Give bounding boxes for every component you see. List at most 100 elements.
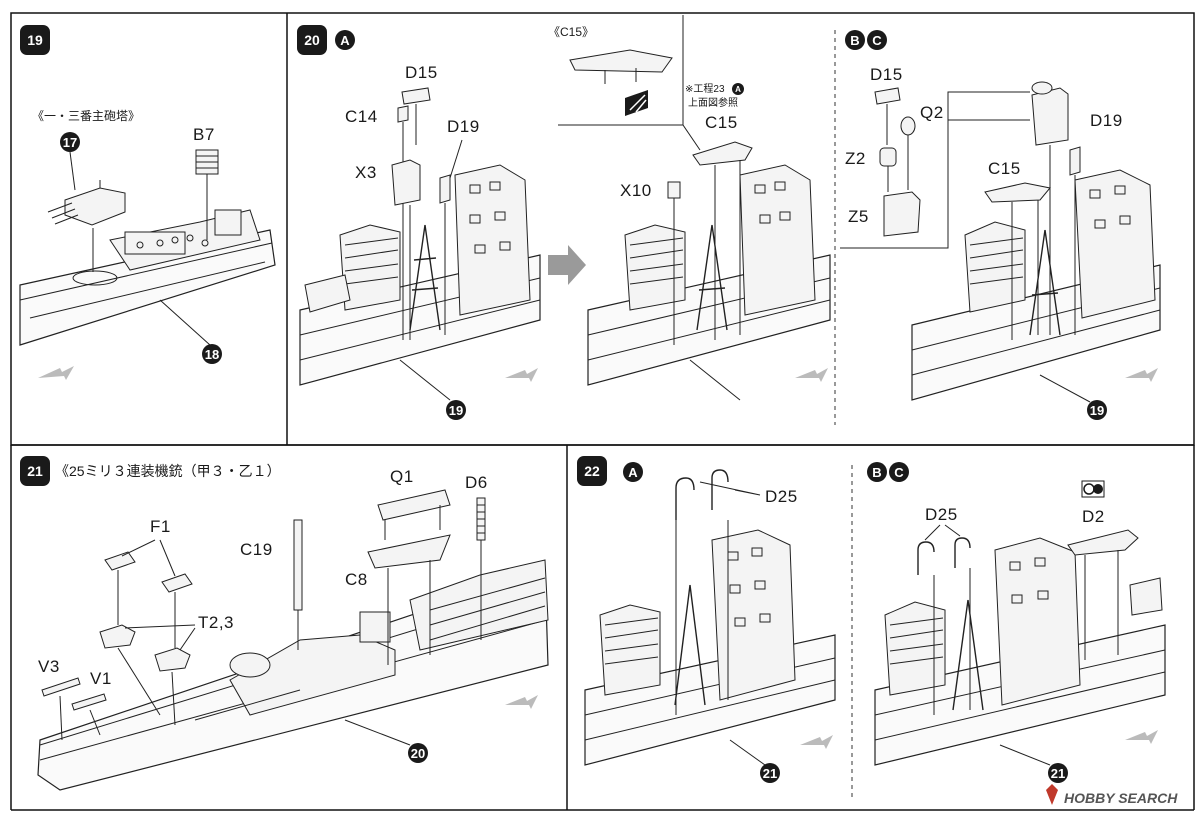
part-D19-b — [1069, 146, 1081, 176]
label-D19-a: D19 — [447, 117, 480, 136]
label-X3: X3 — [355, 163, 377, 182]
ref-18-badge — [202, 344, 222, 364]
turret-part — [64, 187, 126, 226]
label-Q2: Q2 — [920, 103, 944, 122]
variant-B: B — [850, 33, 859, 48]
step-22-variant-B-badge — [867, 462, 887, 482]
step-22-variant-C: C — [894, 465, 904, 480]
part-F1-b — [161, 573, 193, 593]
step-20-panel: 20 A D15 C14 D19 X3 19 — [297, 15, 831, 420]
panel-frames — [10, 12, 1195, 811]
label-Z2: Z2 — [845, 149, 866, 168]
part-Z5 — [883, 191, 921, 237]
step-22-panel: 22 A D25 21 B C — [577, 456, 1166, 783]
variant-C: C — [872, 33, 882, 48]
ref-21-b-badge — [1048, 763, 1068, 783]
label-D2: D2 — [1082, 507, 1105, 526]
part-D25-a2 — [711, 469, 729, 510]
step-22-variant-C-badge — [889, 462, 909, 482]
step-22-variant-B: B — [872, 465, 881, 480]
label-D25-b: D25 — [925, 505, 958, 524]
step-22-variant-A-badge — [623, 462, 643, 482]
part-C15-after — [692, 141, 753, 166]
label-Z5: Z5 — [848, 207, 869, 226]
step-19-panel: 19 《一・三番主砲塔》 17 B7 18 — [19, 25, 276, 380]
label-C14: C14 — [345, 107, 378, 126]
ref-19-b-text: 19 — [1090, 403, 1104, 418]
label-Q1: Q1 — [390, 467, 414, 486]
inset-c15-title: 《C15》 — [548, 25, 594, 39]
part-Q1 — [377, 489, 451, 521]
part-C19 — [293, 519, 303, 611]
ref-21-a-text: 21 — [763, 766, 777, 781]
step-22-number: 22 — [584, 463, 600, 479]
step-21-number: 21 — [27, 463, 43, 479]
step-21-badge — [20, 456, 50, 486]
part-X10 — [667, 181, 681, 199]
part-T2 — [99, 624, 136, 649]
part-V1 — [71, 693, 107, 711]
label-X10: X10 — [620, 181, 652, 200]
step-19-number: 19 — [27, 32, 43, 48]
ref-19-b-badge — [1087, 400, 1107, 420]
bow-direction-arrow — [38, 366, 74, 380]
ref-20-badge — [408, 743, 428, 763]
part-T3 — [154, 647, 191, 672]
transition-arrow — [548, 245, 586, 285]
label-C15-b: C15 — [988, 159, 1021, 178]
step-19-subtitle: 《一・三番主砲塔》 — [32, 109, 140, 123]
label-C8: C8 — [345, 570, 368, 589]
part-C15-b — [984, 182, 1051, 203]
part-X3 — [391, 159, 421, 206]
part-V3 — [41, 677, 81, 697]
step-22-badge — [577, 456, 607, 486]
variant-B-badge — [845, 30, 865, 50]
label-V1: V1 — [90, 669, 112, 688]
part-Z2 — [879, 147, 897, 167]
part-D25-a1 — [675, 477, 695, 520]
step-19-badge — [20, 25, 50, 55]
ref-18-text: 18 — [205, 347, 219, 362]
callout-17-badge — [60, 132, 80, 152]
ref-21-b-text: 21 — [1051, 766, 1065, 781]
search-light-tower-part — [1031, 87, 1069, 146]
part-D15-b — [874, 87, 901, 105]
part-D2 — [1067, 529, 1139, 556]
label-D25-a: D25 — [765, 487, 798, 506]
part-D19-a — [439, 174, 451, 204]
label-V3: V3 — [38, 657, 60, 676]
watermark-logo-icon — [1046, 784, 1058, 805]
label-T23: T2,3 — [198, 613, 234, 632]
ref-19-a-badge — [446, 400, 466, 420]
label-D19-b: D19 — [1090, 111, 1123, 130]
bridge-tower — [454, 164, 531, 316]
watermark-text: HOBBY SEARCH — [1064, 790, 1178, 806]
callout-17-text: 17 — [63, 135, 77, 150]
ref-19-a-text: 19 — [449, 403, 463, 418]
part-C14 — [397, 105, 409, 123]
label-C19: C19 — [240, 540, 273, 559]
ref-20-text: 20 — [411, 746, 425, 761]
label-D6: D6 — [465, 473, 488, 492]
step-20-number: 20 — [304, 32, 320, 48]
label-D15-a: D15 — [405, 63, 438, 82]
step-20-variant-A: A — [340, 33, 350, 48]
inset-note-badge: A — [735, 85, 741, 94]
step-20-variant-A-badge — [335, 30, 355, 50]
label-C15-after: C15 — [705, 113, 738, 132]
inset-note-line2: 上面図参照 — [688, 96, 738, 109]
part-F1-a — [104, 551, 136, 571]
part-C8 — [367, 534, 451, 569]
label-B7: B7 — [193, 125, 215, 144]
ref-21-a-badge — [760, 763, 780, 783]
step-20-bc-panel: B C D15 Q2 Z2 Z5 D19 C15 — [840, 30, 1161, 420]
inset-c15-part — [569, 49, 673, 73]
step-21-panel: 21 《25ミリ３連装機銃（甲３・乙１） Q1 C8 D6 C19 F1 — [20, 456, 549, 791]
part-D25-b1 — [917, 541, 935, 575]
part-Q2 — [900, 116, 916, 136]
inset-note-line1: ※工程23 — [685, 83, 725, 95]
label-F1: F1 — [150, 517, 171, 536]
step-20-badge — [297, 25, 327, 55]
step-21-subtitle: 《25ミリ３連装機銃（甲３・乙１） — [55, 463, 281, 479]
